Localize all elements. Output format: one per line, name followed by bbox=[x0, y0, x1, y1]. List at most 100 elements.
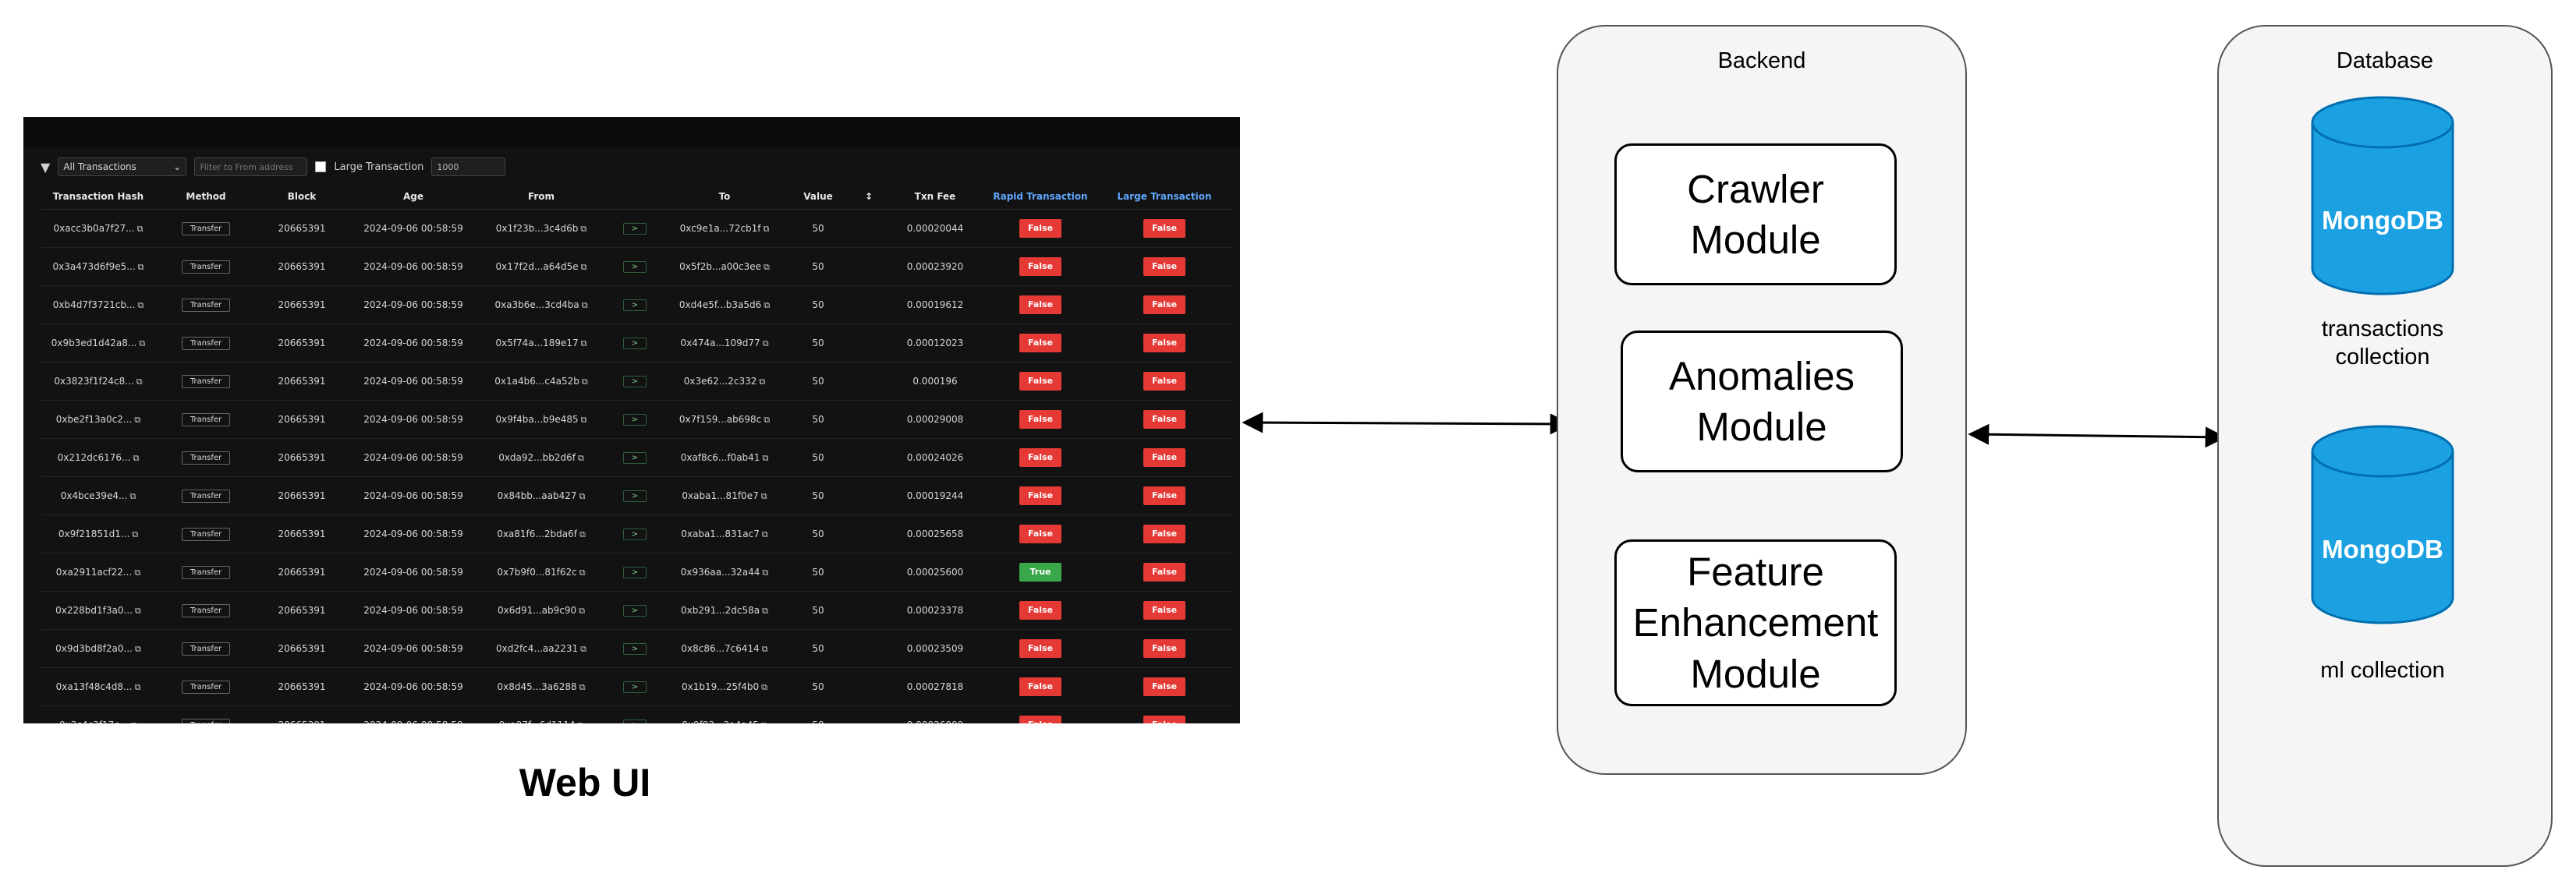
to-cell[interactable]: 0x5f2b...a00c3ee⧉ bbox=[666, 247, 783, 286]
from-address[interactable]: 0xa3b6e...3cd4ba bbox=[494, 299, 579, 310]
copy-icon[interactable]: ⧉ bbox=[579, 605, 586, 616]
block-cell[interactable]: 20665391 bbox=[256, 514, 348, 553]
copy-icon[interactable]: ⧉ bbox=[761, 720, 767, 724]
copy-icon[interactable]: ⧉ bbox=[139, 338, 146, 348]
to-address[interactable]: 0x474a...109d77 bbox=[680, 337, 760, 348]
to-address[interactable]: 0x9f93...2a4a45 bbox=[682, 720, 759, 724]
column-header[interactable]: Block bbox=[256, 184, 348, 210]
copy-icon[interactable]: ⧉ bbox=[580, 223, 587, 234]
column-header[interactable]: Value bbox=[783, 184, 853, 210]
tx-hash[interactable]: 0x3823f1f24c8... bbox=[54, 375, 134, 387]
copy-icon[interactable]: ⧉ bbox=[762, 567, 769, 578]
block-cell[interactable]: 20665391 bbox=[256, 476, 348, 515]
copy-icon[interactable]: ⧉ bbox=[134, 567, 141, 578]
to-cell[interactable]: 0x474a...109d77⧉ bbox=[666, 324, 783, 362]
copy-icon[interactable]: ⧉ bbox=[129, 490, 136, 501]
copy-icon[interactable]: ⧉ bbox=[134, 643, 141, 654]
to-address[interactable]: 0xb291...2dc58a bbox=[680, 604, 760, 616]
from-cell[interactable]: 0xa81f6...2bda6f⧉ bbox=[479, 514, 604, 553]
tx-hash-cell[interactable]: 0xbe2f13a0c2...⧉ bbox=[41, 400, 156, 439]
copy-icon[interactable]: ⧉ bbox=[579, 681, 586, 692]
tx-hash[interactable]: 0xbe2f13a0c2... bbox=[55, 413, 133, 425]
block-link[interactable]: 20665391 bbox=[278, 605, 326, 616]
block-link[interactable]: 20665391 bbox=[278, 452, 326, 463]
block-cell[interactable]: 20665391 bbox=[256, 629, 348, 668]
to-cell[interactable]: 0x1b19...25f4b0⧉ bbox=[666, 667, 783, 706]
copy-icon[interactable]: ⧉ bbox=[762, 452, 769, 463]
to-address[interactable]: 0xaba1...831ac7 bbox=[681, 528, 760, 539]
copy-icon[interactable]: ⧉ bbox=[761, 681, 767, 692]
block-cell[interactable]: 20665391 bbox=[256, 438, 348, 477]
block-link[interactable]: 20665391 bbox=[278, 223, 326, 234]
to-address[interactable]: 0x1b19...25f4b0 bbox=[682, 681, 760, 692]
to-cell[interactable]: 0x936aa...32a44⧉ bbox=[666, 553, 783, 592]
to-address[interactable]: 0x5f2b...a00c3ee bbox=[679, 260, 762, 272]
from-address[interactable]: 0x6d91...ab9c90 bbox=[497, 604, 577, 616]
copy-icon[interactable]: ⧉ bbox=[134, 605, 141, 616]
tx-hash-cell[interactable]: 0x3823f1f24c8...⧉ bbox=[41, 362, 156, 401]
copy-icon[interactable]: ⧉ bbox=[581, 376, 588, 387]
copy-icon[interactable]: ⧉ bbox=[137, 261, 144, 272]
block-cell[interactable]: 20665391 bbox=[256, 667, 348, 706]
block-link[interactable]: 20665391 bbox=[278, 567, 326, 578]
to-cell[interactable]: 0xaba1...81f0e7⧉ bbox=[666, 476, 783, 515]
tx-hash[interactable]: 0x3a473d6f9e5... bbox=[52, 260, 136, 272]
to-cell[interactable]: 0xaf8c6...f0ab41⧉ bbox=[666, 438, 783, 477]
block-link[interactable]: 20665391 bbox=[278, 681, 326, 692]
block-cell[interactable]: 20665391 bbox=[256, 362, 348, 401]
block-link[interactable]: 20665391 bbox=[278, 299, 326, 310]
copy-icon[interactable]: ⧉ bbox=[132, 529, 139, 539]
block-link[interactable]: 20665391 bbox=[278, 338, 326, 348]
to-cell[interactable]: 0xd4e5f...b3a5d6⧉ bbox=[666, 285, 783, 324]
tx-hash[interactable]: 0xb4d7f3721cb... bbox=[52, 299, 136, 310]
copy-icon[interactable]: ⧉ bbox=[581, 299, 588, 310]
block-link[interactable]: 20665391 bbox=[278, 529, 326, 539]
from-address[interactable]: 0x84bb...aab427 bbox=[497, 490, 577, 501]
copy-icon[interactable]: ⧉ bbox=[578, 720, 584, 724]
copy-icon[interactable]: ⧉ bbox=[580, 338, 587, 348]
copy-icon[interactable]: ⧉ bbox=[131, 720, 137, 724]
tx-hash-cell[interactable]: 0x3c4c3f17e...⧉ bbox=[41, 705, 156, 724]
to-address[interactable]: 0xaba1...81f0e7 bbox=[682, 490, 759, 501]
tx-hash[interactable]: 0x9b3ed1d42a8... bbox=[51, 337, 137, 348]
to-address[interactable]: 0x936aa...32a44 bbox=[680, 566, 760, 578]
from-address[interactable]: 0x1a4b6...c4a52b bbox=[494, 375, 579, 387]
copy-icon[interactable]: ⧉ bbox=[761, 529, 768, 539]
block-link[interactable]: 20665391 bbox=[278, 261, 326, 272]
copy-icon[interactable]: ⧉ bbox=[764, 414, 771, 425]
column-header[interactable]: Large Transaction bbox=[1095, 184, 1234, 210]
to-cell[interactable]: 0x8c86...7c6414⧉ bbox=[666, 629, 783, 668]
tx-hash-cell[interactable]: 0x228bd1f3a0...⧉ bbox=[41, 591, 156, 630]
tx-hash-cell[interactable]: 0xacc3b0a7f27...⧉ bbox=[41, 209, 156, 248]
copy-icon[interactable]: ⧉ bbox=[134, 681, 141, 692]
copy-icon[interactable]: ⧉ bbox=[136, 223, 144, 234]
tx-hash[interactable]: 0xa13f48c4d8... bbox=[55, 681, 133, 692]
from-cell[interactable]: 0x8d45...3a6288⧉ bbox=[479, 667, 604, 706]
column-header[interactable]: Transaction Hash bbox=[41, 184, 156, 210]
from-cell[interactable]: 0x6d91...ab9c90⧉ bbox=[479, 591, 604, 630]
tx-hash-cell[interactable]: 0x9d3bd8f2a0...⧉ bbox=[41, 629, 156, 668]
from-address[interactable]: 0x8d45...3a6288 bbox=[497, 681, 577, 692]
from-address[interactable]: 0xda92...bb2d6f bbox=[498, 451, 576, 463]
tx-hash[interactable]: 0xacc3b0a7f27... bbox=[53, 222, 135, 234]
block-cell[interactable]: 20665391 bbox=[256, 209, 348, 248]
block-cell[interactable]: 20665391 bbox=[256, 591, 348, 630]
block-cell[interactable]: 20665391 bbox=[256, 705, 348, 723]
column-header[interactable] bbox=[604, 184, 666, 210]
block-link[interactable]: 20665391 bbox=[278, 376, 326, 387]
copy-icon[interactable]: ⧉ bbox=[764, 299, 771, 310]
block-link[interactable]: 20665391 bbox=[278, 490, 326, 501]
copy-icon[interactable]: ⧉ bbox=[762, 338, 769, 348]
block-cell[interactable]: 20665391 bbox=[256, 553, 348, 592]
column-header[interactable]: From bbox=[479, 184, 604, 210]
to-address[interactable]: 0xaf8c6...f0ab41 bbox=[680, 451, 760, 463]
block-cell[interactable]: 20665391 bbox=[256, 285, 348, 324]
from-address[interactable]: 0xd2fc4...aa2231 bbox=[496, 642, 579, 654]
from-address[interactable]: 0x1f23b...3c4d6b bbox=[495, 222, 579, 234]
copy-icon[interactable]: ⧉ bbox=[579, 529, 586, 539]
from-address-filter-input[interactable] bbox=[194, 157, 308, 176]
tx-hash-cell[interactable]: 0x212dc6176...⧉ bbox=[41, 438, 156, 477]
copy-icon[interactable]: ⧉ bbox=[763, 223, 770, 234]
from-address[interactable]: 0xa97f...6d1114 bbox=[499, 720, 576, 724]
tx-hash[interactable]: 0x9f21851d1... bbox=[58, 528, 130, 539]
